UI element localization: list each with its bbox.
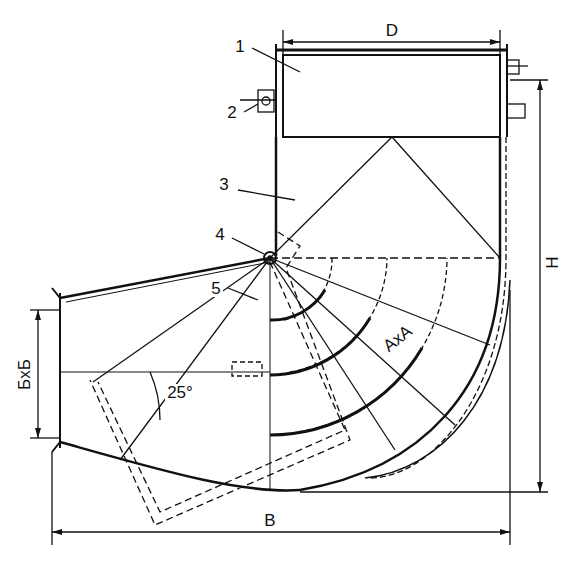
section-label: АхА xyxy=(379,320,417,355)
dimension-label: D xyxy=(384,22,400,39)
dimension-label: Н xyxy=(544,254,561,270)
dimension-label: БхБ xyxy=(16,357,33,392)
dimension-label: В xyxy=(262,512,277,529)
angle-label: 25° xyxy=(165,384,195,401)
callout-number: 4 xyxy=(213,226,226,243)
callout-number: 3 xyxy=(217,176,230,193)
callout-number: 5 xyxy=(209,280,222,297)
callout-number: 1 xyxy=(233,38,246,55)
callout-number: 2 xyxy=(225,104,238,121)
